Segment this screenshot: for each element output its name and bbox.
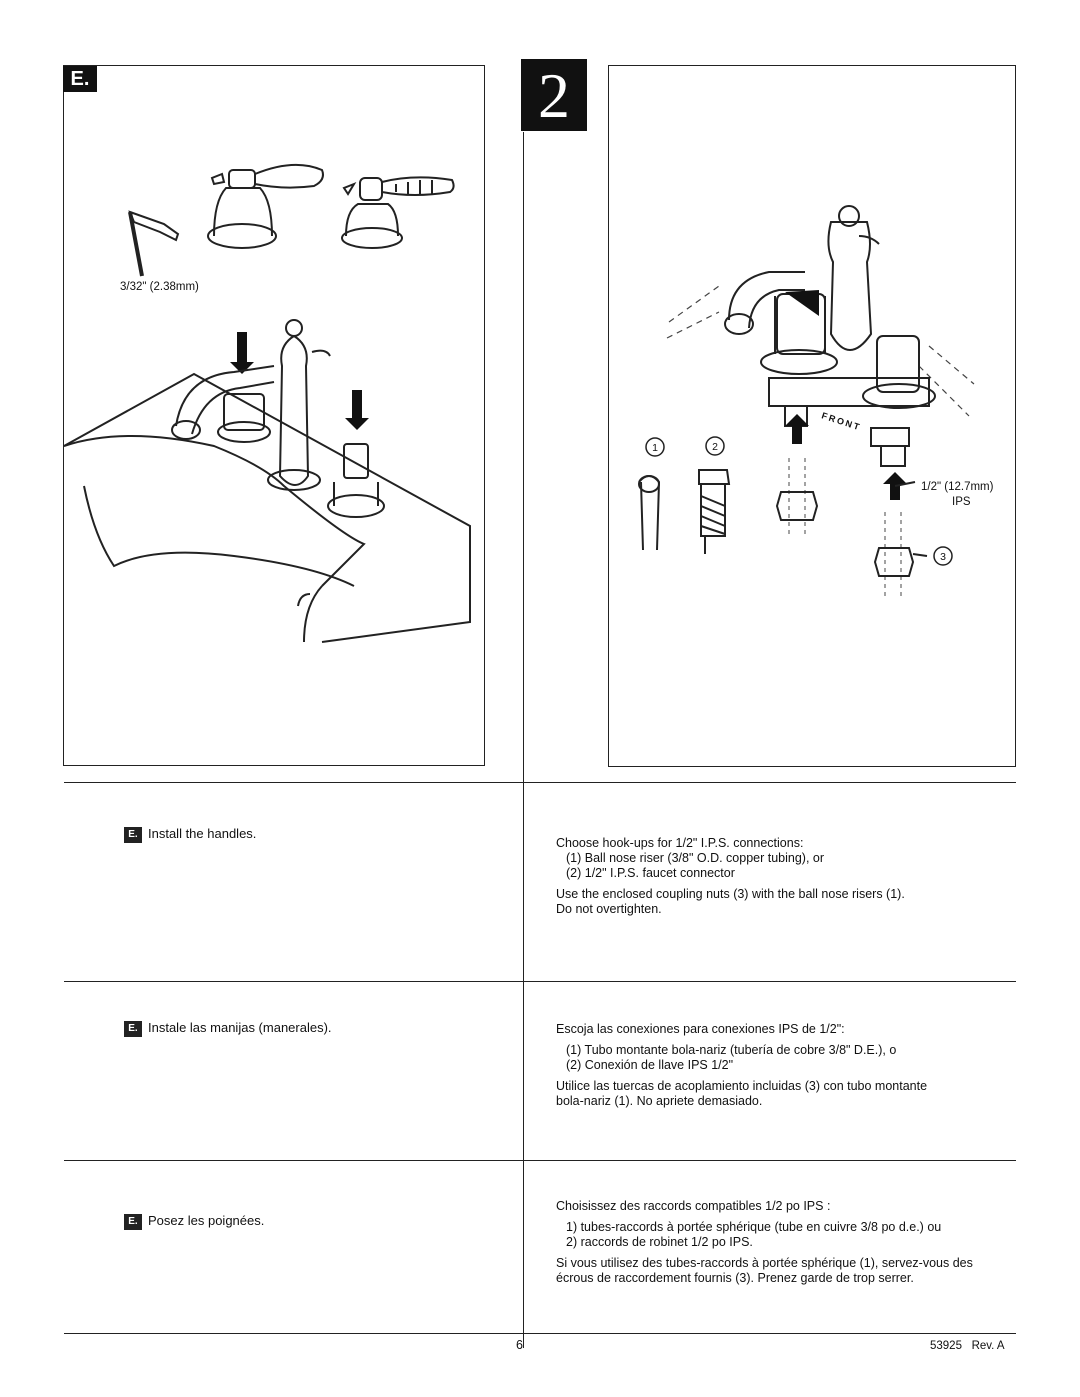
english-step-e: E. Install the handles. bbox=[124, 826, 256, 843]
ips-label: IPS bbox=[952, 496, 971, 508]
spanish-item-2: (2) Conexión de llave IPS 1/2" bbox=[566, 1058, 734, 1072]
english-item-2: (2) 1/2" I.P.S. faucet connector bbox=[566, 866, 735, 880]
french-note-1: Si vous utilisez des tubes-raccords à po… bbox=[556, 1256, 973, 1270]
callout-1-label: 1 bbox=[652, 442, 658, 454]
divider-footer bbox=[64, 1333, 1016, 1334]
left-illustration-panel: E. 3/32" (2.38mm) bbox=[63, 65, 485, 766]
hookup-illustration: 1 2 3 FRONT bbox=[638, 205, 975, 598]
step-2-badge: 2 bbox=[521, 59, 587, 131]
front-label: FRONT bbox=[820, 410, 862, 432]
spanish-note-1: Utilice las tuercas de acoplamiento incl… bbox=[556, 1079, 928, 1093]
english-item-1: (1) Ball nose riser (3/8" O.D. copper tu… bbox=[566, 851, 825, 865]
english-hookup-text: Choose hook-ups for 1/2" I.P.S. connecti… bbox=[556, 836, 1016, 917]
french-step-e: E. Posez les poignées. bbox=[124, 1213, 264, 1230]
callout-2-label: 2 bbox=[712, 441, 718, 453]
divider-english bbox=[64, 782, 1016, 783]
pipe-size-label: 1/2" (12.7mm) bbox=[921, 481, 994, 493]
divider-french bbox=[64, 1160, 1016, 1161]
handle-install-illustration bbox=[64, 163, 471, 643]
french-intro: Choisissez des raccords compatibles 1/2 … bbox=[556, 1199, 831, 1213]
spanish-hookup-text: Escoja las conexiones para conexiones IP… bbox=[556, 1022, 1016, 1109]
step-e-inline-badge: E. bbox=[124, 826, 142, 843]
page-number: 6 bbox=[516, 1338, 523, 1352]
spanish-intro: Escoja las conexiones para conexiones IP… bbox=[556, 1022, 845, 1036]
english-note-1: Use the enclosed coupling nuts (3) with … bbox=[556, 887, 905, 901]
center-divider bbox=[523, 132, 524, 1348]
spanish-instruction: Instale las manijas (manerales). bbox=[148, 1020, 332, 1035]
wrench-size-label: 3/32" (2.38mm) bbox=[120, 281, 199, 293]
french-instruction: Posez les poignées. bbox=[148, 1213, 265, 1228]
french-note-2: écrous de raccordement fournis (3). Pren… bbox=[556, 1271, 914, 1285]
french-hookup-text: Choisissez des raccords compatibles 1/2 … bbox=[556, 1199, 1016, 1286]
french-item-2: 2) raccords de robinet 1/2 po IPS. bbox=[566, 1235, 753, 1249]
english-note-2: Do not overtighten. bbox=[556, 902, 662, 916]
step-e-inline-badge: E. bbox=[124, 1213, 142, 1230]
right-illustration-panel: 1 2 3 FRONT 1/2" (12.7mm) IPS bbox=[608, 65, 1016, 767]
divider-spanish bbox=[64, 981, 1016, 982]
step-e-inline-badge: E. bbox=[124, 1020, 142, 1037]
english-instruction: Install the handles. bbox=[148, 826, 257, 841]
spanish-item-1: (1) Tubo montante bola-nariz (tubería de… bbox=[566, 1043, 897, 1057]
french-item-1: 1) tubes-raccords à portée sphérique (tu… bbox=[566, 1220, 942, 1234]
english-intro: Choose hook-ups for 1/2" I.P.S. connecti… bbox=[556, 836, 804, 850]
callout-3-label: 3 bbox=[940, 551, 946, 563]
spanish-note-2: bola-nariz (1). No apriete demasiado. bbox=[556, 1094, 763, 1108]
document-reference: 53925 Rev. A bbox=[930, 1340, 1005, 1352]
spanish-step-e: E. Instale las manijas (manerales). bbox=[124, 1020, 332, 1037]
step-e-badge: E. bbox=[63, 66, 97, 92]
